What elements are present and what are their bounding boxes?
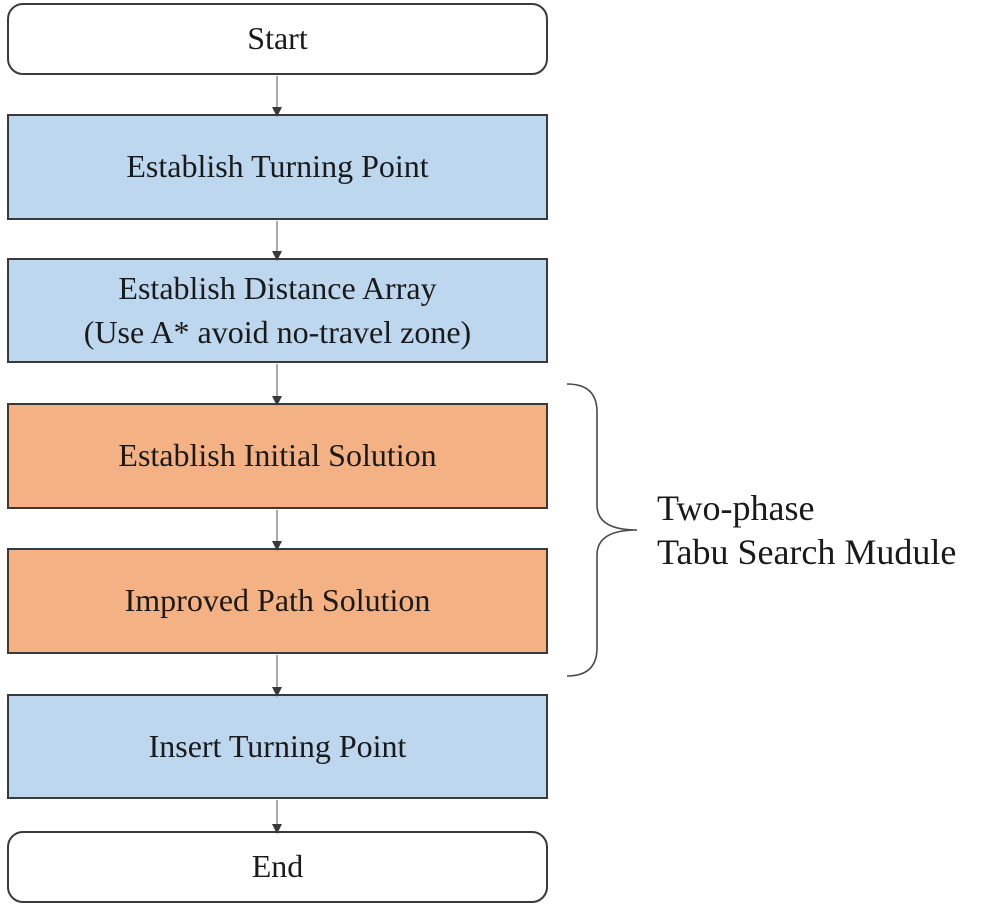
improved-path-solution-label: Improved Path Solution — [124, 582, 431, 619]
establish-turning-point-label: Establish Turning Point — [126, 148, 429, 185]
tabu-note-line1: Two-phase — [657, 488, 815, 528]
end-node: End — [7, 831, 548, 903]
start-label: Start — [247, 20, 308, 57]
insert-turning-point-label: Insert Turning Point — [148, 727, 407, 764]
establish-distance-array-node: Establish Distance Array (Use A* avoid n… — [7, 258, 548, 363]
start-node: Start — [7, 3, 548, 75]
insert-turning-point-node: Insert Turning Point — [7, 694, 548, 799]
establish-initial-solution-label: Establish Initial Solution — [118, 437, 437, 474]
establish-distance-array-sublabel: (Use A* avoid no-travel zone) — [83, 313, 472, 350]
improved-path-solution-node: Improved Path Solution — [7, 548, 548, 654]
establish-turning-point-node: Establish Turning Point — [7, 114, 548, 220]
tabu-search-module-note: Two-phase Tabu Search Mudule — [657, 486, 956, 574]
tabu-group-brace — [566, 383, 638, 677]
establish-initial-solution-node: Establish Initial Solution — [7, 403, 548, 509]
tabu-note-line2: Tabu Search Mudule — [657, 532, 957, 572]
establish-distance-array-label: Establish Distance Array — [118, 270, 437, 307]
end-label: End — [251, 848, 304, 885]
